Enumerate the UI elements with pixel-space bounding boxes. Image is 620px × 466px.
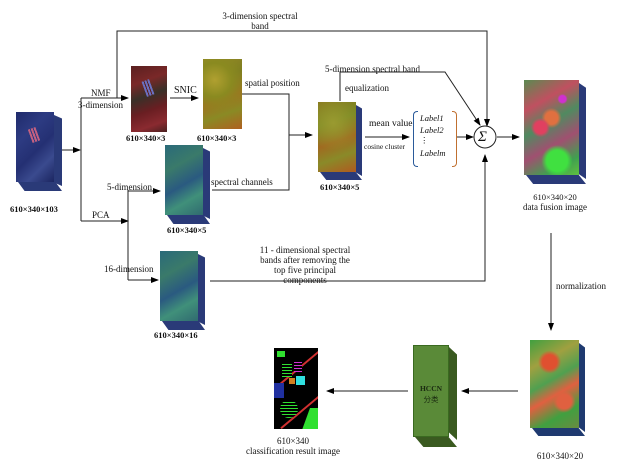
fusion-cube bbox=[524, 80, 586, 184]
line-5dim-band bbox=[339, 71, 481, 126]
sum-node bbox=[473, 125, 497, 149]
line-11dim bbox=[210, 154, 488, 282]
eleven-dim-label-line2: bands after removing the bbox=[260, 255, 350, 265]
normalization-label: normalization bbox=[556, 281, 606, 291]
nmf-image bbox=[131, 66, 167, 132]
label-item: Label1 bbox=[420, 113, 444, 123]
cosine-cluster-label: cosine cluster bbox=[364, 142, 406, 151]
nmf-dimension-label: 3-dimension bbox=[78, 100, 123, 110]
three-dim-band-label-line2: band bbox=[251, 21, 269, 31]
equalization-label: equalization bbox=[345, 83, 389, 93]
result-caption: classification result image bbox=[246, 446, 340, 456]
three-dim-band-label: 3-dimension spectral band bbox=[205, 11, 315, 31]
eleven-dim-label: 11 - dimensional spectral bands after re… bbox=[245, 245, 365, 285]
spatial-position-label: spatial position bbox=[245, 78, 300, 88]
line-spectral-channels bbox=[212, 135, 290, 191]
hccn-subtitle: 分类 bbox=[423, 395, 439, 404]
input-hyperspectral-cube bbox=[16, 112, 63, 192]
right-brace bbox=[452, 111, 457, 167]
snic-image bbox=[203, 59, 242, 129]
snic-label: SNIC bbox=[174, 85, 197, 96]
sum-symbol: Σ bbox=[478, 129, 487, 145]
pca-16dim-label: 16-dimension bbox=[104, 264, 154, 274]
merged-size-label: 610×340×5 bbox=[320, 182, 360, 192]
merged-cube bbox=[318, 102, 362, 182]
spectral-channels-label: spectral channels bbox=[211, 177, 273, 187]
pca-5dim-size-label: 610×340×5 bbox=[167, 225, 207, 235]
fusion-size-label: 610×340×20 bbox=[533, 192, 577, 202]
left-brace bbox=[413, 111, 418, 167]
fusion-caption: data fusion image bbox=[523, 202, 587, 212]
three-dim-band-label-line1: 3-dimension spectral bbox=[222, 11, 298, 21]
eleven-dim-label-line3: top five principal bbox=[274, 265, 336, 275]
pca-5dim-label: 5-dimension bbox=[107, 182, 152, 192]
pca-16dim-cube bbox=[160, 251, 205, 331]
nmf-label: NMF bbox=[91, 88, 111, 98]
hccn-classifier-block bbox=[413, 345, 457, 447]
nmf-size-label: 610×340×3 bbox=[126, 133, 166, 143]
five-dim-band-label: 5-dimension spectral band bbox=[325, 64, 420, 74]
eleven-dim-label-line1: 11 - dimensional spectral bbox=[259, 245, 351, 255]
pca-label: PCA bbox=[92, 210, 110, 220]
label-item: Labelm bbox=[420, 148, 446, 158]
normalized-size-label: 610×340×20 bbox=[536, 451, 584, 461]
line-3dim-band bbox=[116, 30, 490, 127]
eleven-dim-label-line4: components bbox=[283, 275, 327, 285]
classification-result-image bbox=[274, 348, 318, 429]
labels-set: Label1 Label2 ⋮ Labelm bbox=[413, 111, 457, 167]
mean-value-label: mean value bbox=[369, 119, 413, 129]
label-item: ⋮ bbox=[420, 135, 429, 145]
line-spatial-position bbox=[241, 93, 313, 138]
input-size-label: 610×340×103 bbox=[10, 204, 58, 214]
pca-16dim-size-label: 610×340×16 bbox=[154, 330, 198, 340]
result-size-label: 610×340 bbox=[276, 436, 310, 446]
pca-5dim-cube bbox=[165, 145, 210, 225]
snic-size-label: 610×340×3 bbox=[197, 133, 237, 143]
label-item: Label2 bbox=[420, 125, 444, 135]
normalized-cube bbox=[530, 340, 585, 437]
hccn-label: HCCN bbox=[419, 384, 443, 393]
